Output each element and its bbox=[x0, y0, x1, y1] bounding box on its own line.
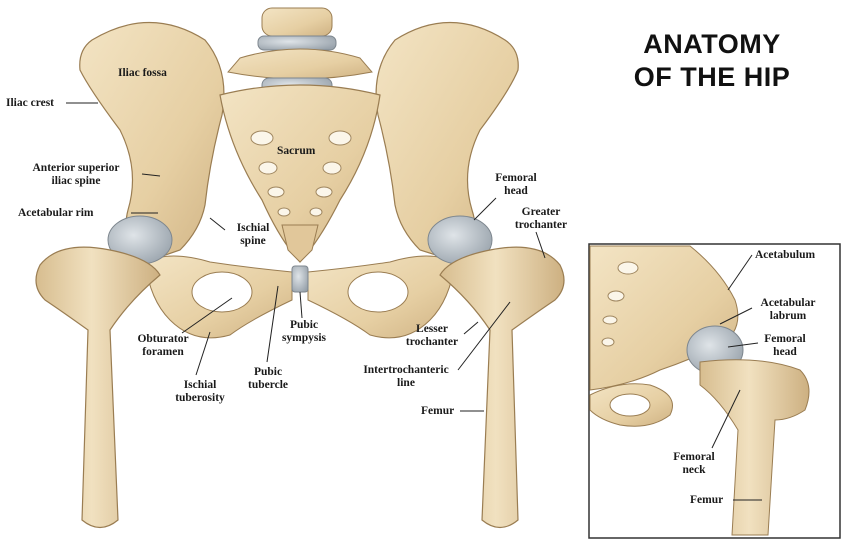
left-obturator-foramen bbox=[191, 271, 253, 313]
label-anterior-superior-iliac-spine: Anterior superior iliac spine bbox=[10, 162, 142, 188]
inset-label-labrum-line2: labrum bbox=[769, 310, 807, 322]
label-femoral-head-line2: head bbox=[504, 185, 528, 197]
label-sacrum: Sacrum bbox=[277, 145, 316, 157]
label-femur: Femur bbox=[421, 405, 455, 417]
right-ilium bbox=[375, 21, 519, 263]
label-obturator-foramen: Obturator foramen bbox=[128, 333, 198, 359]
label-ischial-spine-line1: Ischial bbox=[236, 222, 270, 234]
label-intertrochanteric-line1: Intertrochanteric bbox=[363, 364, 449, 376]
inset-label-femoral-head: Femoral head bbox=[756, 333, 814, 359]
sacral-foramina bbox=[250, 130, 352, 217]
label-intertrochanteric-line2: line bbox=[397, 377, 415, 389]
inset-label-femur: Femur bbox=[690, 494, 724, 506]
label-iliac-fossa: Iliac fossa bbox=[118, 67, 167, 79]
label-intertrochanteric-line: Intertrochanteric line bbox=[352, 364, 460, 390]
right-obturator-foramen bbox=[347, 271, 409, 313]
inset-label-labrum-line1: Acetabular bbox=[760, 297, 816, 309]
left-ilium bbox=[79, 21, 225, 263]
coccyx bbox=[281, 224, 319, 263]
inset-label-femoral-neck: Femoral neck bbox=[665, 451, 723, 477]
label-pubic-tubercle-line1: Pubic bbox=[253, 366, 283, 378]
pubic-symphysis-cartilage bbox=[291, 265, 309, 293]
label-iliac-crest: Iliac crest bbox=[6, 97, 55, 109]
inset-label-femoral-neck-line2: neck bbox=[682, 464, 706, 476]
label-pubic-symphysis-line1: Pubic bbox=[289, 319, 319, 331]
inset-label-acetabulum: Acetabulum bbox=[755, 249, 816, 261]
label-pubic-tubercle-line2: tubercle bbox=[247, 379, 289, 391]
title-line-2: OF THE HIP bbox=[633, 62, 791, 92]
label-pubic-tubercle: Pubic tubercle bbox=[240, 366, 296, 392]
inset-label-acetabular-labrum: Acetabular labrum bbox=[752, 297, 824, 323]
label-ischial-spine-line2: spine bbox=[240, 235, 266, 247]
label-femoral-head: Femoral head bbox=[488, 172, 544, 198]
label-asis-line2: iliac spine bbox=[51, 175, 101, 187]
label-obturator-line2: foramen bbox=[142, 346, 184, 358]
inset-drawing bbox=[588, 243, 841, 539]
label-ischial-tuberosity-line2: tuberosity bbox=[175, 392, 225, 404]
label-obturator-line1: Obturator bbox=[137, 333, 189, 345]
sacrum-bone bbox=[219, 84, 381, 263]
label-greater-trochanter: Greater trochanter bbox=[506, 206, 576, 232]
title-line-1: ANATOMY bbox=[643, 29, 781, 59]
label-greater-trochanter-line1: Greater bbox=[521, 206, 561, 218]
left-femur bbox=[35, 215, 173, 529]
label-pubic-symphysis-line2: sympysis bbox=[281, 332, 327, 344]
inset-label-femoral-neck-line1: Femoral bbox=[673, 451, 715, 463]
label-ischial-tuberosity-line1: Ischial bbox=[183, 379, 217, 391]
label-acetabular-rim: Acetabular rim bbox=[18, 207, 94, 219]
label-pubic-sympysis: Pubic sympysis bbox=[274, 319, 334, 345]
leader-lines bbox=[66, 102, 546, 412]
label-ischial-tuberosity: Ischial tuberosity bbox=[164, 379, 236, 405]
lumbar-vertebrae bbox=[227, 7, 373, 95]
label-asis-line1: Anterior superior bbox=[32, 162, 120, 174]
label-greater-trochanter-line2: trochanter bbox=[514, 219, 568, 231]
right-femur bbox=[427, 215, 565, 529]
label-femoral-head-line1: Femoral bbox=[495, 172, 537, 184]
label-ischial-spine: Ischial spine bbox=[226, 222, 280, 248]
inset-label-femoral-head-line2: head bbox=[773, 346, 797, 358]
inset-label-femoral-head-line1: Femoral bbox=[764, 333, 806, 345]
label-lesser-trochanter-line1: Lesser bbox=[416, 323, 448, 335]
label-lesser-trochanter-line2: trochanter bbox=[405, 336, 459, 348]
diagram-title: ANATOMY OF THE HIP bbox=[612, 28, 812, 94]
label-lesser-trochanter: Lesser trochanter bbox=[396, 323, 468, 349]
